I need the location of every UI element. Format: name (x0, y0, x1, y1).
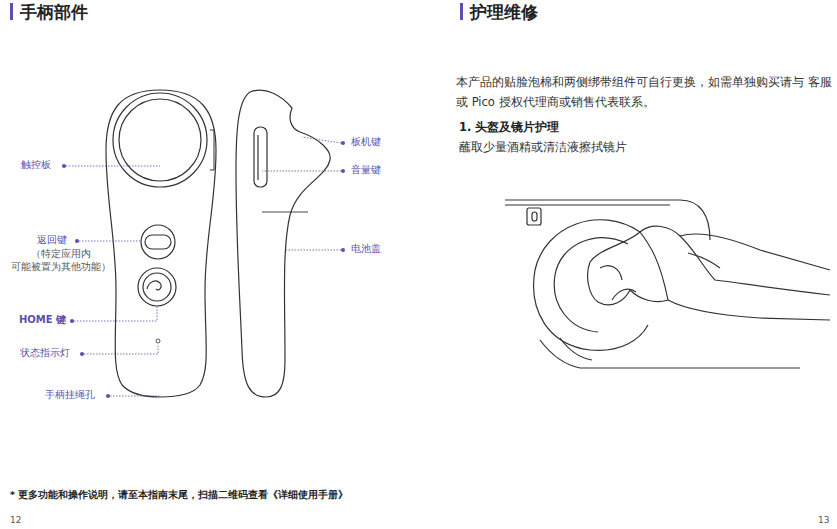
part-label: 电池盖 (351, 242, 381, 255)
footnote: * 更多功能和操作说明，请至本指南末尾，扫描二维码查看《详细使用手册》 (10, 489, 348, 501)
controller-side (236, 90, 330, 397)
part-label: 触控板 (21, 158, 51, 171)
subheading: 1. 头盔及镜片护理 (459, 120, 559, 135)
heading: 护理维修 (470, 1, 538, 23)
part-label: 状态指示灯 (20, 346, 70, 359)
page-number: 12 (10, 515, 21, 527)
heading-bar (10, 3, 13, 20)
part-label: 板机键 (351, 135, 381, 148)
part-label: 返回键 (37, 233, 67, 246)
heading-bar (460, 3, 463, 20)
part-note: （特定应用内 可能被置为其他功能） (2, 247, 120, 273)
heading: 手柄部件 (20, 1, 88, 23)
body-text: 蘸取少量酒精或清洁液擦拭镜片 (459, 140, 627, 155)
part-label: 手柄挂绳孔 (45, 388, 95, 401)
headset-cleaning (505, 200, 830, 368)
page-number: 13 (818, 515, 829, 527)
part-label: HOME 键 (19, 313, 66, 326)
body-text: 本产品的贴脸泡棉和两侧绑带组件可自行更换，如需单独购买请与 客服或 Pico 授… (456, 72, 834, 112)
part-label: 音量键 (351, 163, 381, 176)
controller-front (106, 90, 216, 397)
